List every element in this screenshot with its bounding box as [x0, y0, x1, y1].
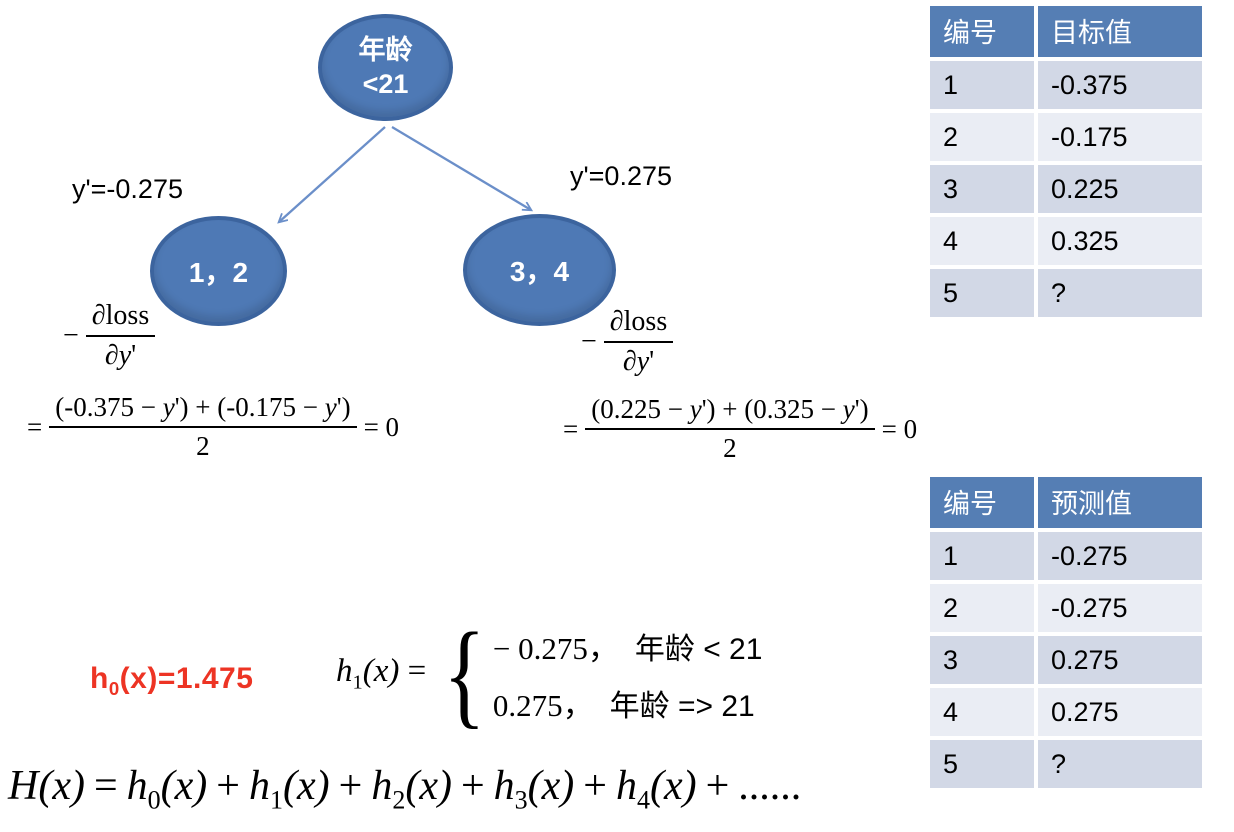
y-var: y: [636, 346, 650, 377]
average-fraction: (0.225 − y') + (0.325 − y') 2: [585, 394, 875, 464]
root-node-line2: <21: [362, 68, 409, 99]
partial-symbol: ∂: [104, 340, 119, 371]
case-age-lt-21: − 0.275，年龄 < 21: [492, 631, 763, 667]
table-row: 5?: [930, 740, 1202, 788]
table-row: 2-0.275: [930, 584, 1202, 632]
header-prediction-value: 预测值: [1038, 477, 1202, 528]
prime-mark: ': [131, 340, 137, 371]
y-var: y: [118, 340, 132, 371]
branch-line-left: [279, 126, 386, 222]
right-leaf-label: 3，4: [509, 256, 570, 287]
equals-sign: =: [563, 413, 579, 444]
gradient-left-derivative: − ∂loss ∂y': [56, 300, 156, 372]
equals-sign: =: [27, 411, 43, 442]
table-row: 2-0.175: [930, 113, 1202, 161]
right-branch-prediction-label: y'=0.275: [570, 161, 672, 191]
H-var: H: [8, 763, 39, 809]
minus-sign: −: [581, 326, 597, 357]
partial-fraction: ∂loss ∂y': [603, 306, 674, 378]
equals-zero: = 0: [881, 413, 918, 444]
partial-symbol: ∂: [91, 300, 106, 331]
curly-brace: {: [443, 608, 486, 739]
table-header-row: 编号 目标值: [930, 6, 1202, 57]
partial-symbol: ∂: [609, 306, 624, 337]
table-row: 1-0.275: [930, 532, 1202, 580]
prime-mark: ': [649, 346, 655, 377]
tree-right-leaf-node: 3，4: [463, 214, 616, 326]
gradient-right-equation: = (0.225 − y') + (0.325 − y') 2 = 0: [556, 394, 924, 464]
root-node-line1: 年龄: [358, 34, 413, 65]
h1-lhs: h1(x) =: [336, 653, 427, 694]
gradient-right-derivative: − ∂loss ∂y': [574, 306, 674, 378]
average-fraction: (-0.375 − y') + (-0.175 − y') 2: [49, 392, 357, 462]
table-row: 5?: [930, 269, 1202, 317]
h1-piecewise-formula: h1(x) = { − 0.275，年龄 < 21 0.275，年龄 => 21: [336, 608, 763, 739]
loss-label: loss: [623, 306, 668, 337]
header-id: 编号: [930, 477, 1034, 528]
partial-fraction: ∂loss ∂y': [85, 300, 156, 372]
left-leaf-label: 1，2: [188, 257, 249, 288]
partial-symbol: ∂: [622, 346, 637, 377]
case-age-ge-21: 0.275，年龄 => 21: [492, 688, 755, 724]
left-branch-prediction-label: y'=-0.275: [72, 174, 183, 204]
minus-sign: −: [63, 320, 79, 351]
header-id: 编号: [930, 6, 1034, 57]
header-target-value: 目标值: [1038, 6, 1202, 57]
tree-left-leaf-node: 1，2: [150, 216, 287, 326]
tree-root-node: 年龄 <21: [318, 14, 453, 121]
gradient-left-equation: = (-0.375 − y') + (-0.175 − y') 2 = 0: [20, 392, 406, 462]
table-header-row: 编号 预测值: [930, 477, 1202, 528]
loss-label: loss: [105, 300, 150, 331]
piecewise-cases: − 0.275，年龄 < 21 0.275，年龄 => 21: [493, 623, 763, 725]
tree-branch-arrows: [0, 126, 700, 300]
equals-zero: = 0: [363, 411, 400, 442]
ensemble-sum-formula: H(x)=h0(x)+h1(x)+h2(x)+h3(x)+h4(x)+.....…: [8, 763, 802, 815]
table-row: 1-0.375: [930, 61, 1202, 109]
h0-formula: h0(x)=1.475: [90, 662, 254, 699]
branch-line-right: [391, 126, 531, 210]
